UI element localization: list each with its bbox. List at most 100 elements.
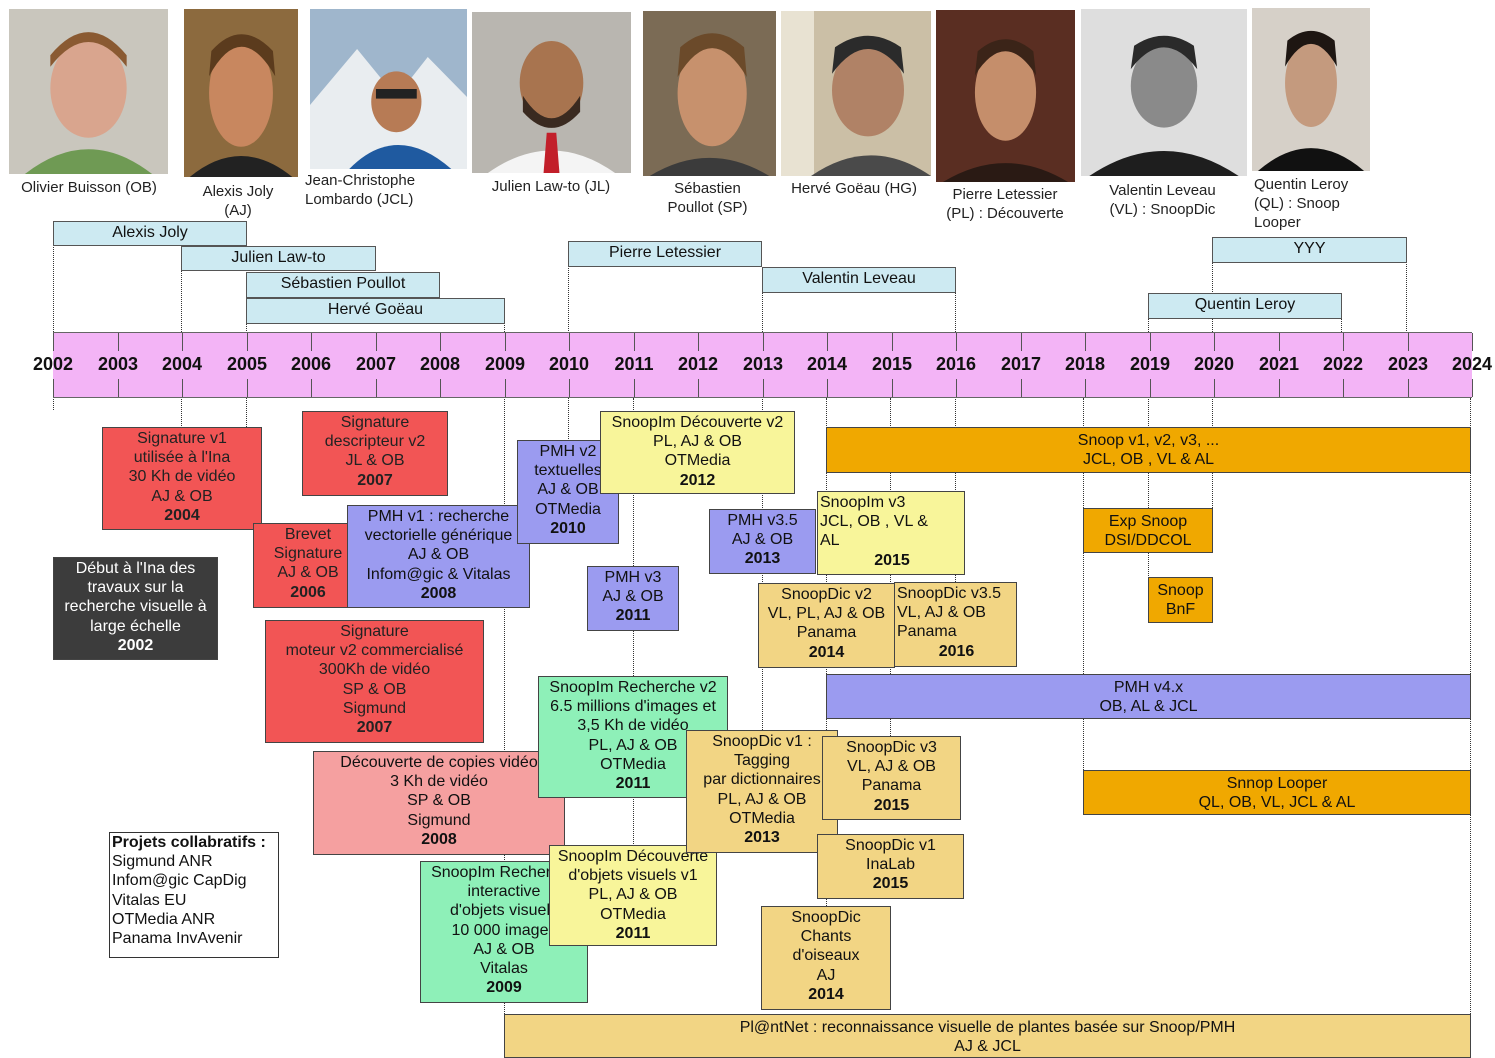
project-box: Snnop Looper QL, OB, VL, JCL & AL <box>1083 770 1471 815</box>
year-tick <box>763 379 764 397</box>
project-box: Découverte de copies vidéo 3 Kh de vidéo… <box>313 751 565 855</box>
collab-projects-legend: Projets collabratifs : Sigmund ANR Infom… <box>109 832 279 958</box>
year-tick <box>118 379 119 397</box>
project-box: PMH v4.x OB, AL & JCL <box>826 674 1471 719</box>
photo-herve-goeau <box>781 11 931 176</box>
year-label: 2014 <box>806 354 848 374</box>
person-name: Julien Law-to (JL) <box>491 178 611 195</box>
project-box: SnoopDic v1 : Tagging par dictionnaires … <box>686 730 838 853</box>
year-tick <box>311 379 312 397</box>
year-tick <box>440 379 441 397</box>
person-bar: Hervé Goëau <box>246 298 505 324</box>
project-box: Snoop BnF <box>1148 577 1213 623</box>
year-tick <box>698 379 699 397</box>
project-box: Exp Snoop DSI/DDCOL <box>1083 508 1213 553</box>
year-tick <box>698 333 699 351</box>
person-name: Alexis Joly (AJ) <box>202 183 274 219</box>
project-box: Début à l'Ina des travaux sur la recherc… <box>53 557 218 660</box>
year-label: 2008 <box>419 354 461 374</box>
year-label: 2020 <box>1193 354 1235 374</box>
year-label: 2010 <box>548 354 590 374</box>
year-tick <box>763 333 764 351</box>
photo-valentin-leveau <box>1081 9 1247 176</box>
project-box: PMH v1 : recherche vectorielle générique… <box>347 505 530 608</box>
year-tick <box>376 379 377 397</box>
project-box: Pl@ntNet : reconnaissance visuelle de pl… <box>504 1014 1471 1058</box>
year-tick <box>1279 333 1280 351</box>
year-tick <box>505 379 506 397</box>
year-tick <box>1279 379 1280 397</box>
collab-item: Panama InvAvenir <box>112 930 243 948</box>
person-name: Quentin Leroy (QL) : Snoop Looper <box>1254 176 1349 231</box>
collab-item: Sigmund ANR <box>112 853 213 871</box>
person-name: Valentin Leveau (VL) : SnoopDic <box>1109 182 1216 218</box>
collab-item: OTMedia ANR <box>112 910 216 928</box>
year-tick <box>53 379 54 397</box>
photo-quentin-leroy <box>1252 8 1370 171</box>
year-tick <box>1408 379 1409 397</box>
year-label: 2023 <box>1387 354 1429 374</box>
year-tick <box>1343 333 1344 351</box>
year-tick <box>569 379 570 397</box>
year-tick <box>118 333 119 351</box>
year-label: 2013 <box>742 354 784 374</box>
project-box: SnoopIm Découverte v2 PL, AJ & OB OTMedi… <box>600 411 795 494</box>
year-tick <box>1214 333 1215 351</box>
person-name: Pierre Letessier (PL) : Découverte <box>946 186 1064 222</box>
year-label: 2004 <box>161 354 203 374</box>
year-tick <box>956 379 957 397</box>
year-label: 2015 <box>871 354 913 374</box>
year-tick <box>311 333 312 351</box>
person-bar: Pierre Letessier <box>568 241 762 267</box>
year-tick <box>634 333 635 351</box>
year-label: 2006 <box>290 354 332 374</box>
person-bar: Valentin Leveau <box>762 267 956 293</box>
year-label: 2019 <box>1129 354 1171 374</box>
person-bar: Sébastien Poullot <box>246 272 440 298</box>
year-tick <box>1021 379 1022 397</box>
photo-jean-christophe-lombardo <box>310 9 467 169</box>
year-tick <box>53 333 54 351</box>
year-tick <box>505 333 506 351</box>
guide-line <box>504 322 505 1022</box>
year-label: 2018 <box>1064 354 1106 374</box>
year-tick <box>827 379 828 397</box>
project-box: Signature moteur v2 commercialisé 300Kh … <box>265 620 484 743</box>
year-tick <box>247 379 248 397</box>
year-tick <box>956 333 957 351</box>
year-label: 2005 <box>226 354 268 374</box>
year-tick <box>247 333 248 351</box>
year-label: 2022 <box>1322 354 1364 374</box>
year-tick <box>440 333 441 351</box>
guide-line <box>1083 398 1084 778</box>
year-label: 2003 <box>97 354 139 374</box>
project-box: Snoop v1, v2, v3, ... JCL, OB , VL & AL <box>826 427 1471 473</box>
year-tick <box>376 333 377 351</box>
person-name: Sébastien Poullot (SP) <box>667 180 748 216</box>
person-bar: Alexis Joly <box>53 221 247 246</box>
project-box: Signature v1 utilisée à l'Ina 30 Kh de v… <box>102 427 262 530</box>
year-tick <box>569 333 570 351</box>
year-tick <box>182 333 183 351</box>
person-bar: Quentin Leroy <box>1148 293 1342 319</box>
guide-line <box>633 398 634 878</box>
photo-alexis-joly <box>184 9 298 177</box>
guide-line <box>1341 318 1342 338</box>
year-tick <box>1085 333 1086 351</box>
year-tick <box>1150 379 1151 397</box>
year-tick <box>1472 333 1473 351</box>
year-label: 2021 <box>1258 354 1300 374</box>
year-tick <box>1214 379 1215 397</box>
person-name: Olivier Buisson (OB) <box>21 179 157 196</box>
photo-olivier-buisson <box>9 9 168 174</box>
year-tick <box>827 333 828 351</box>
